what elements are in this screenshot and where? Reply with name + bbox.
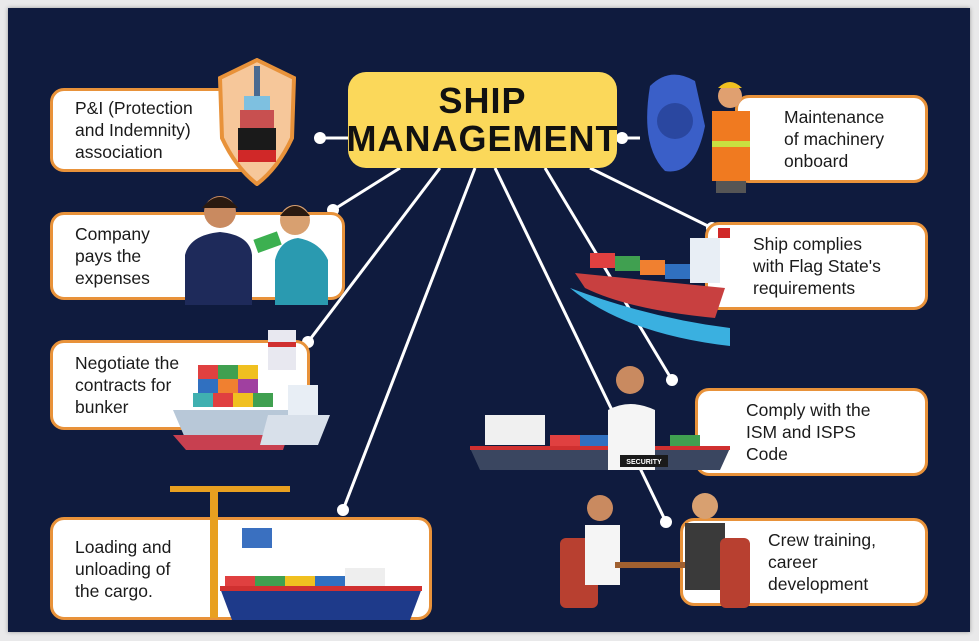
text-line: Loading and (75, 536, 172, 557)
text-line: requirements (753, 278, 856, 298)
title-line1: SHIP (438, 80, 527, 121)
engineer-machinery-icon (647, 74, 750, 193)
connector-negotiate (306, 167, 442, 343)
crane-cargo-ship-icon (170, 486, 422, 620)
text-line: pays the (75, 246, 142, 266)
text-line: bunker (75, 397, 129, 417)
text-line: expenses (75, 268, 150, 288)
text-line: Negotiate the (75, 353, 180, 373)
text-line: Company (75, 224, 150, 244)
dot (337, 504, 349, 516)
flag-state-ship-icon (570, 228, 730, 346)
text-line: Code (746, 444, 788, 464)
text-line: Ship complies (753, 234, 862, 254)
text-line: Comply with the (746, 400, 871, 420)
text-line: ISM and ISPS (746, 422, 856, 442)
text-line: of machinery (784, 129, 885, 149)
dot (314, 132, 326, 144)
text-line: Maintenance (784, 107, 885, 127)
text-line: association (75, 142, 163, 162)
text-line: unloading of (75, 558, 171, 579)
text-line: development (768, 574, 869, 594)
text-line: career (768, 552, 818, 572)
connector-ism (543, 167, 674, 381)
security-port-icon: SECURITY (470, 366, 730, 470)
text-line: with Flag State's (753, 256, 881, 276)
connector-flag (589, 166, 713, 230)
security-badge: SECURITY (626, 459, 662, 466)
connector-company (332, 166, 401, 212)
text-line: contracts for (75, 375, 172, 395)
text-line: and Indemnity) (75, 120, 191, 140)
connector-loading (341, 167, 477, 511)
business-people-icon (185, 196, 328, 305)
crew-handshake-icon (560, 493, 750, 608)
shield-ship-icon (218, 58, 296, 186)
dot (616, 132, 628, 144)
text-line: the cargo. (75, 580, 153, 601)
dot (660, 516, 672, 528)
title-line2: MANAGEMENT (346, 118, 619, 159)
text-line: P&I (Protection (75, 98, 193, 118)
text-line: onboard (784, 151, 849, 171)
title-box: SHIP MANAGEMENT (346, 72, 619, 168)
container-ship-icon (173, 330, 330, 450)
text-line: Crew training, (768, 530, 876, 550)
dot (666, 374, 678, 386)
